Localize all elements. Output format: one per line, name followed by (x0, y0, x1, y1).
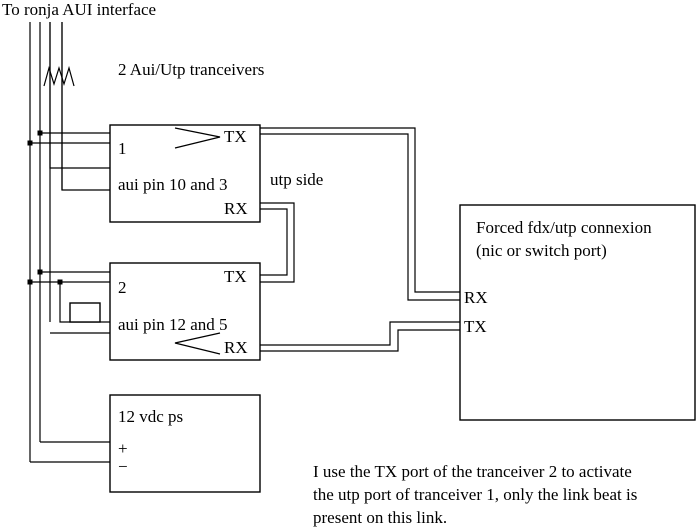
tranceiver-2-box (109, 262, 261, 361)
tranceiver-2-rx-label: RX (224, 338, 248, 357)
tranceiver-1-aui-pins: aui pin 10 and 3 (118, 175, 228, 194)
junction-dots (27, 130, 63, 285)
forced-port: Forced fdx/utp connexion (nic or switch … (459, 204, 696, 421)
power-supply: 12 vdc ps + − (109, 394, 261, 493)
tranceiver-2: 2 TX aui pin 12 and 5 RX (109, 262, 261, 361)
forced-port-title: Forced fdx/utp connexion (476, 218, 652, 237)
tranceiver-1-box (109, 124, 261, 223)
plus-terminal-label: + (118, 439, 128, 458)
resistor-icon (69, 302, 101, 323)
tranceiver-1-rx-label: RX (224, 199, 248, 218)
tranceivers-title: 2 Aui/Utp tranceivers (118, 60, 264, 79)
forced-port-box (459, 204, 696, 421)
twisted-pair-symbol (43, 65, 75, 87)
tx-arrow-icon (174, 127, 221, 149)
rx-arrow-icon (174, 332, 221, 355)
forced-port-tx-label: TX (464, 317, 487, 336)
tranceiver-2-aui-pins: aui pin 12 and 5 (118, 315, 228, 334)
utp-wiring (260, 127, 460, 352)
aui-bus-wires (29, 22, 63, 462)
note-line-1: I use the TX port of the tranceiver 2 to… (313, 462, 632, 481)
forced-port-subtitle: (nic or switch port) (476, 241, 607, 260)
tranceiver-1-number: 1 (118, 139, 127, 158)
tranceiver-1: 1 TX aui pin 10 and 3 RX (109, 124, 261, 223)
forced-port-rx-label: RX (464, 288, 488, 307)
aui-interface-label: To ronja AUI interface (2, 0, 156, 19)
tranceiver-1-wiring (30, 22, 110, 191)
power-supply-box (109, 394, 261, 493)
tranceiver-2-tx-label: TX (224, 267, 247, 286)
note-line-3: present on this link. (313, 508, 447, 527)
note: I use the TX port of the tranceiver 2 to… (313, 462, 637, 527)
tranceiver-1-tx-label: TX (224, 127, 247, 146)
utp-side-label: utp side (270, 170, 323, 189)
minus-terminal-label: − (118, 457, 128, 476)
tranceiver-2-number: 2 (118, 278, 127, 297)
power-supply-label: 12 vdc ps (118, 407, 183, 426)
note-line-2: the utp port of tranceiver 1, only the l… (313, 485, 637, 504)
power-supply-wiring (30, 441, 110, 463)
